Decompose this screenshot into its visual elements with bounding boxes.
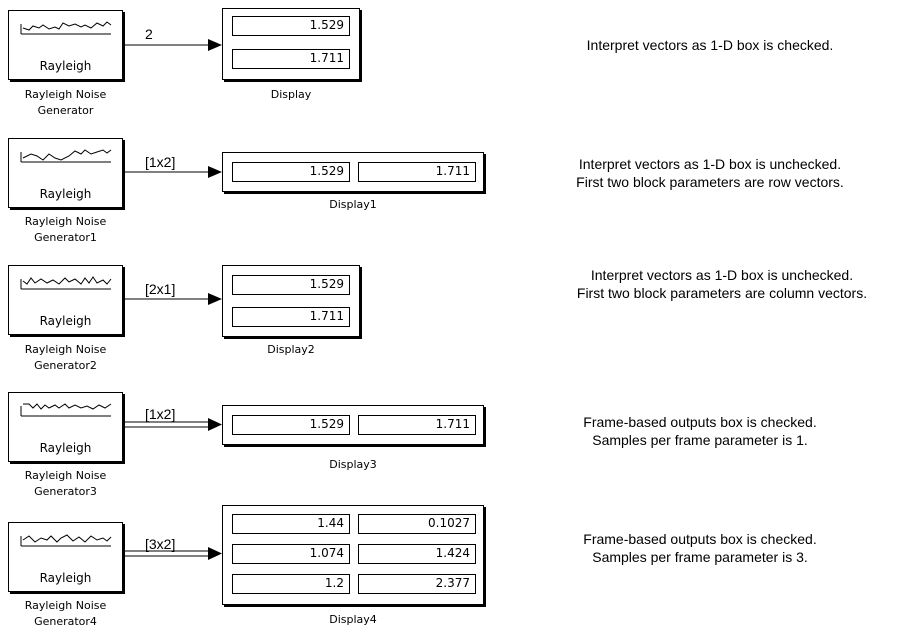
signal-dimension-label: [1x2] bbox=[145, 154, 176, 170]
rayleigh-noise-generator-block[interactable]: Rayleigh bbox=[8, 10, 123, 80]
block-title: Rayleigh bbox=[39, 187, 92, 201]
rayleigh-noise-generator-block[interactable]: Rayleigh bbox=[8, 522, 123, 592]
display-label: Display4 bbox=[329, 613, 377, 626]
display-value: 1.424 bbox=[358, 544, 476, 564]
display-value: 1.44 bbox=[232, 514, 350, 534]
display-value: 1.529 bbox=[232, 16, 350, 36]
source-label: Rayleigh Noise Generator1 bbox=[24, 215, 107, 244]
block-title: Rayleigh bbox=[39, 59, 92, 73]
display-block[interactable]: 1.529 1.711 bbox=[222, 265, 360, 337]
signal-dimension-label: [2x1] bbox=[145, 281, 176, 297]
annotation-text: Frame-based outputs box is checked. Samp… bbox=[583, 531, 817, 565]
signal-dimension-label: [1x2] bbox=[145, 406, 176, 422]
noise-waveform-icon bbox=[20, 149, 112, 163]
display-label: Display1 bbox=[329, 198, 377, 211]
rayleigh-noise-generator-block[interactable]: Rayleigh bbox=[8, 138, 123, 208]
display-value: 1.711 bbox=[358, 162, 476, 182]
annotation-text: Interpret vectors as 1-D box is unchecke… bbox=[576, 156, 844, 190]
block-title: Rayleigh bbox=[39, 571, 92, 585]
source-label: Rayleigh Noise Generator3 bbox=[24, 469, 107, 498]
display-value: 1.711 bbox=[358, 415, 476, 435]
noise-waveform-icon bbox=[20, 21, 112, 35]
signal-dimension-label: [3x2] bbox=[145, 536, 176, 552]
noise-waveform-icon bbox=[20, 276, 112, 290]
display-block[interactable]: 1.529 1.711 bbox=[222, 405, 484, 445]
display-value: 1.711 bbox=[232, 307, 350, 327]
signal-dimension-label: 2 bbox=[145, 26, 153, 42]
source-label: Rayleigh Noise Generator bbox=[24, 88, 107, 117]
source-label: Rayleigh Noise Generator2 bbox=[24, 343, 107, 372]
display-label: Display3 bbox=[329, 458, 377, 471]
rayleigh-noise-generator-block[interactable]: Rayleigh bbox=[8, 392, 123, 462]
rayleigh-noise-generator-block[interactable]: Rayleigh bbox=[8, 265, 123, 335]
noise-waveform-icon bbox=[20, 403, 112, 417]
block-title: Rayleigh bbox=[39, 441, 92, 455]
display-label: Display2 bbox=[267, 343, 315, 356]
noise-waveform-icon bbox=[20, 534, 112, 547]
display-value: 2.377 bbox=[358, 574, 476, 594]
display-value: 1.529 bbox=[232, 275, 350, 295]
display-value: 1.074 bbox=[232, 544, 350, 564]
display-value: 0.1027 bbox=[358, 514, 476, 534]
display-value: 1.711 bbox=[232, 49, 350, 69]
block-title: Rayleigh bbox=[39, 314, 92, 328]
annotation-text: Interpret vectors as 1-D box is unchecke… bbox=[576, 267, 868, 301]
display-block[interactable]: 1.44 0.1027 1.074 1.424 1.2 2.377 bbox=[222, 505, 484, 605]
display-value: 1.529 bbox=[232, 415, 350, 435]
display-value: 1.2 bbox=[232, 574, 350, 594]
display-block[interactable]: 1.529 1.711 bbox=[222, 152, 484, 192]
annotation-text: Interpret vectors as 1-D box is checked. bbox=[586, 37, 834, 53]
display-value: 1.529 bbox=[232, 162, 350, 182]
display-label: Display bbox=[270, 88, 312, 101]
display-block[interactable]: 1.529 1.711 bbox=[222, 8, 360, 80]
annotation-text: Frame-based outputs box is checked. Samp… bbox=[583, 414, 817, 448]
source-label: Rayleigh Noise Generator4 bbox=[24, 599, 107, 628]
